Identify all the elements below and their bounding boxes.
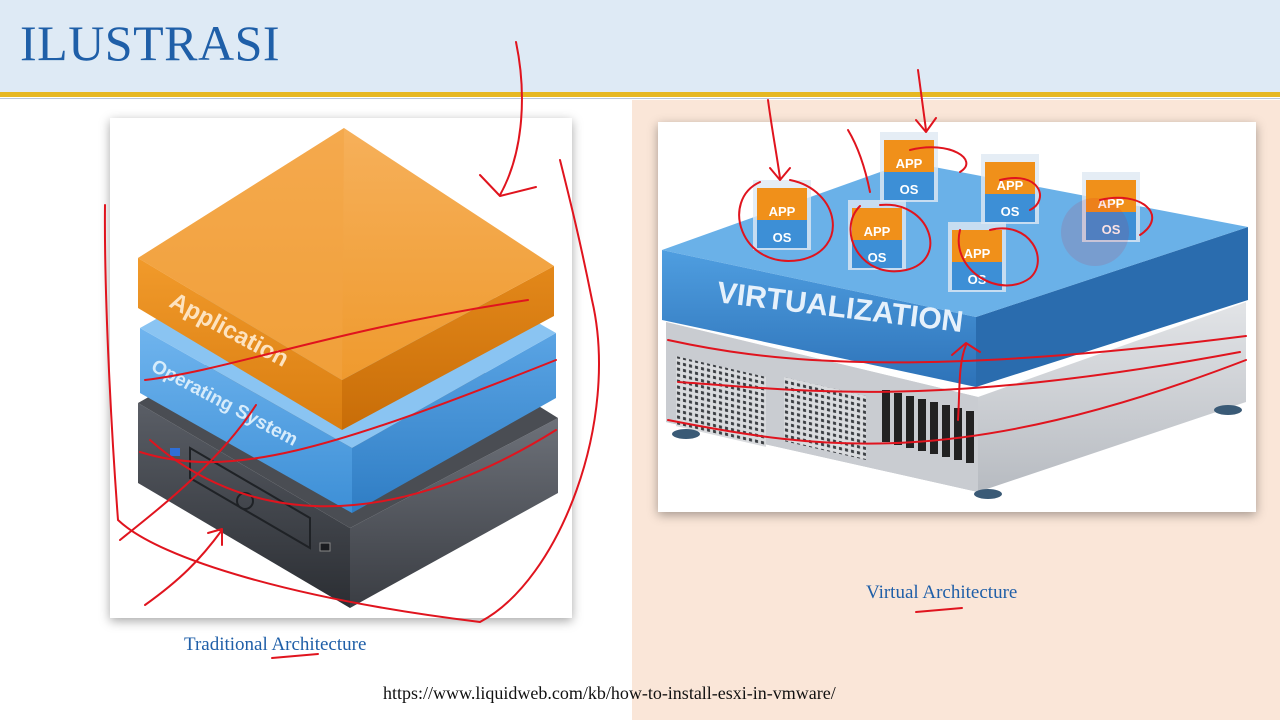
vm-cube: APP OS <box>1082 172 1140 242</box>
slide-title: ILUSTRASI <box>20 15 281 71</box>
vm-cube: APP OS <box>753 180 811 250</box>
svg-text:APP: APP <box>964 246 991 261</box>
slide-header <box>0 0 1280 92</box>
server-led <box>170 448 180 456</box>
svg-text:OS: OS <box>968 272 987 287</box>
svg-text:OS: OS <box>773 230 792 245</box>
server-port <box>319 542 331 552</box>
svg-text:APP: APP <box>896 156 923 171</box>
vm-cube: APP OS <box>848 200 906 270</box>
traditional-architecture-illustration: Operating System Application <box>138 128 558 608</box>
header-divider <box>0 98 1280 99</box>
server-foot <box>672 429 700 439</box>
virtual-architecture-illustration: VIRTUALIZATION APP OS APP OS APP OS <box>662 132 1248 499</box>
source-url: https://www.liquidweb.com/kb/how-to-inst… <box>383 683 836 703</box>
virtual-architecture-figure: VIRTUALIZATION APP OS APP OS APP OS <box>658 122 1256 512</box>
svg-text:OS: OS <box>868 250 887 265</box>
virtual-architecture-caption: Virtual Architecture <box>866 582 1018 603</box>
traditional-architecture-figure: Operating System Application <box>110 118 572 618</box>
svg-text:APP: APP <box>864 224 891 239</box>
svg-text:APP: APP <box>997 178 1024 193</box>
vm-cube: APP OS <box>948 222 1006 292</box>
svg-text:APP: APP <box>1098 196 1125 211</box>
svg-text:OS: OS <box>1001 204 1020 219</box>
svg-text:OS: OS <box>900 182 919 197</box>
svg-text:OS: OS <box>1102 222 1121 237</box>
svg-text:APP: APP <box>769 204 796 219</box>
header-accent-rule <box>0 92 1280 97</box>
server-foot <box>974 489 1002 499</box>
vm-cube: APP OS <box>981 154 1039 224</box>
vm-cube: APP OS <box>880 132 938 202</box>
server-foot <box>1214 405 1242 415</box>
traditional-architecture-caption: Traditional Architecture <box>184 634 367 655</box>
